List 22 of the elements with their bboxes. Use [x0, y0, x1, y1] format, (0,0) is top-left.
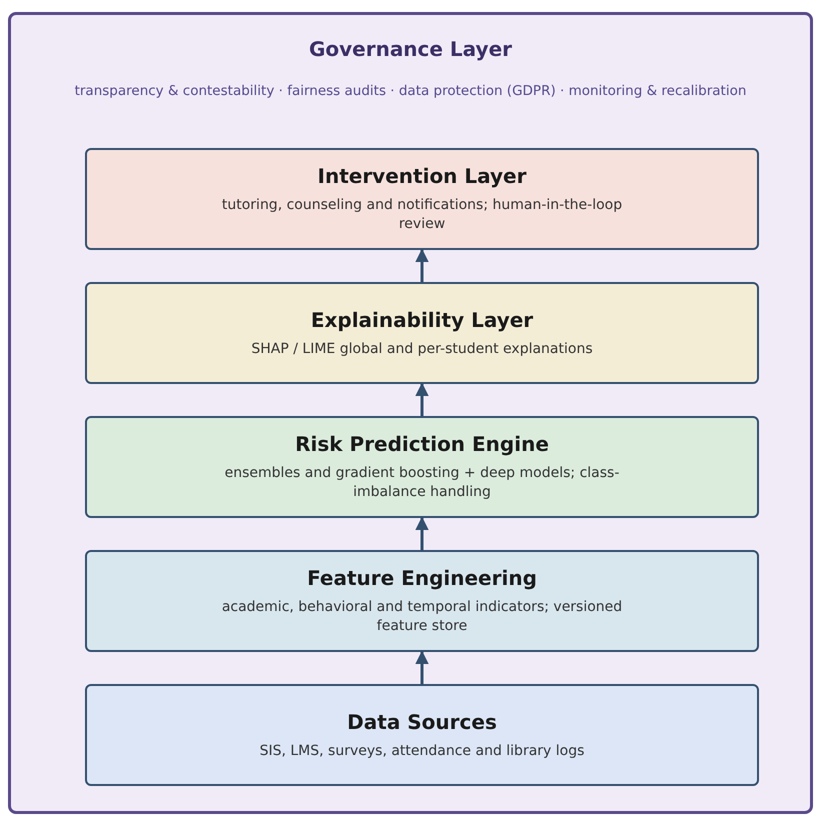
- layer-box: [85, 148, 759, 250]
- arrow: [415, 248, 429, 282]
- layer-description: tutoring, counseling and notifications; human-in-the-loop review: [220, 196, 624, 234]
- arrow: [415, 650, 429, 684]
- layer-box: [85, 416, 759, 518]
- layer-title: Intervention Layer: [318, 164, 526, 188]
- layer-description: SIS, LMS, surveys, attendance and library logs: [260, 742, 584, 760]
- layer-title: Data Sources: [347, 710, 497, 734]
- layer-box: [85, 684, 759, 786]
- arrow: [415, 382, 429, 416]
- layer-title: Feature Engineering: [307, 566, 537, 590]
- layer-title: Governance Layer: [308, 37, 514, 61]
- layer-box: [85, 282, 759, 384]
- layer-title: Explainability Layer: [310, 308, 534, 332]
- layer-box: [85, 550, 759, 652]
- layer-description: SHAP / LIME global and per-student explanations: [251, 340, 593, 358]
- layer-description: transparency & contestability · fairness audits · data protection (GDPR) · monitoring & recalibration: [74, 83, 748, 99]
- layer-panel: [8, 12, 813, 814]
- layer-description: academic, behavioral and temporal indicators; versioned feature store: [220, 598, 624, 636]
- layer-description: ensembles and gradient boosting + deep models; class-imbalance handling: [224, 464, 620, 502]
- layer-title: Risk Prediction Engine: [295, 432, 549, 456]
- arrow: [415, 516, 429, 550]
